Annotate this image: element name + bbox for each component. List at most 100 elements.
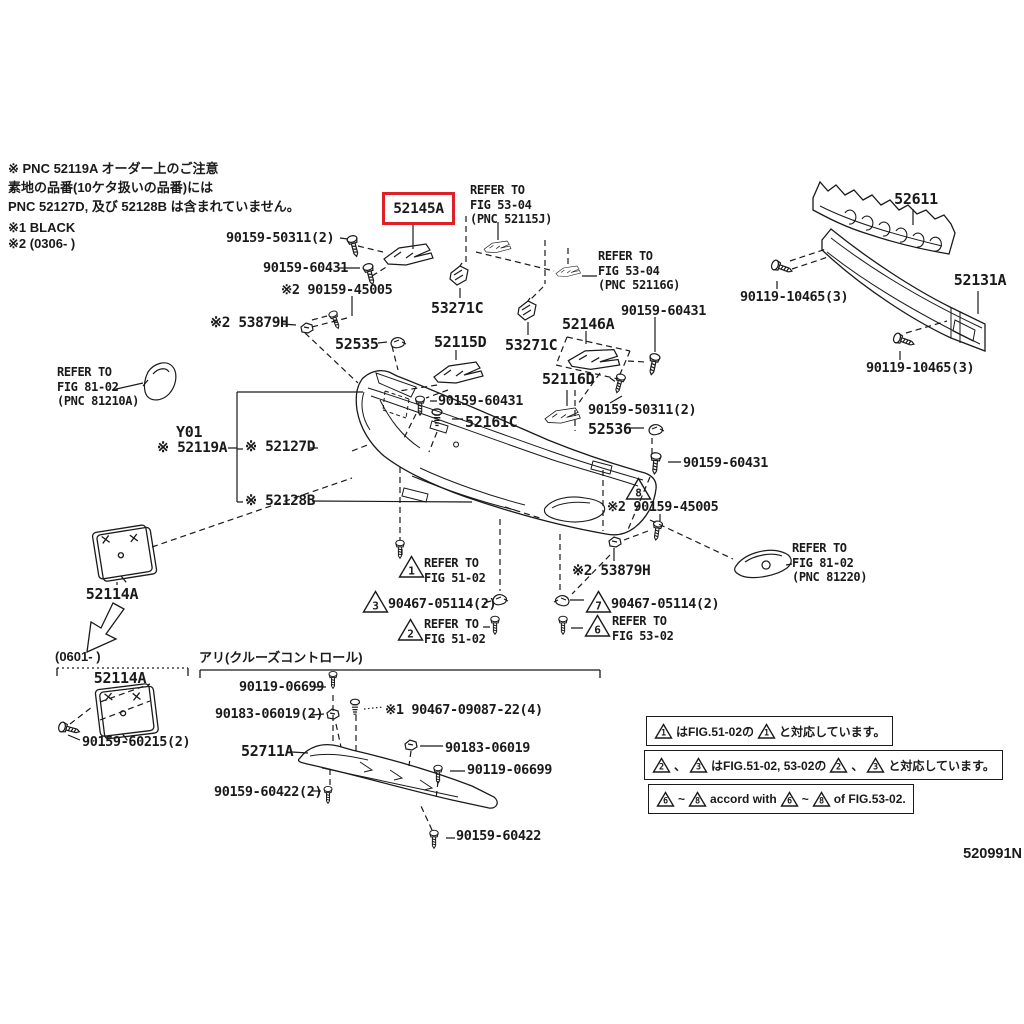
- section-brackets: [56, 667, 601, 678]
- triangle-number: 1: [408, 565, 415, 578]
- label-52536: 52536: [588, 420, 632, 438]
- absorber-52611-drawing: [812, 180, 956, 255]
- label-52116d: 52116D: [542, 370, 595, 388]
- label-90159-60431-d: 90159-60431: [438, 393, 524, 409]
- label-52131a: 52131A: [953, 271, 1007, 289]
- label-ari: アリ(クルーズコントロール): [199, 650, 363, 665]
- headlamp-washer-right-drawing: [734, 549, 792, 579]
- legend-triangle-icon: 8: [688, 790, 707, 807]
- bumper-cover-drawing: [355, 370, 657, 536]
- label-52119a: ※ 52119A: [157, 440, 228, 456]
- label-90159-50311-a: 90159-50311(2): [226, 230, 335, 246]
- legend-triangle-icon: 6: [779, 790, 799, 807]
- legend-triangle-icon: 1: [654, 722, 673, 739]
- legend-triangle-icon: 3: [866, 756, 886, 773]
- label-90119-06699-a: 90119-06699: [239, 679, 325, 695]
- label-90119-06699-b: 90119-06699: [467, 762, 553, 778]
- legend-triangle-icon: 2: [652, 756, 671, 773]
- legend-text: はFIG.51-02, 53-02の: [711, 758, 827, 773]
- triangle-number: 6: [787, 796, 792, 806]
- label-53879h-b: ※2 53879H: [572, 563, 651, 579]
- label-90119-10465-a: 90119-10465(3): [740, 289, 849, 305]
- label-90159-45005-a: ※2 90159-45005: [281, 282, 393, 298]
- label-53879h-a: ※2 53879H: [210, 315, 289, 331]
- label-52146a: 52146A: [562, 315, 615, 333]
- assembly-dash-lines: [69, 216, 948, 831]
- retainer-53271c-2: [517, 297, 537, 321]
- drawing-number: 520991N: [963, 846, 1022, 862]
- label-90159-50311-b: 90159-50311(2): [588, 402, 697, 418]
- label-90467-05114-b: 90467-05114(2): [611, 596, 720, 612]
- label-90159-45005-b: ※2 90159-45005: [607, 499, 719, 515]
- leader-lines: [67, 209, 979, 839]
- label-52127d: ※ 52127D: [245, 439, 316, 455]
- headlamp-washer-left-drawing: [142, 362, 177, 401]
- label-52114a-b: 52114A: [93, 669, 147, 687]
- label-90159-60431-b: 90159-60431: [621, 303, 707, 319]
- label-refer-52116g: REFER TO FIG 53-04 (PNC 52116G): [598, 249, 680, 292]
- label-refer-5102-a: REFER TO FIG 51-02: [424, 556, 486, 585]
- label-refer-52115j: REFER TO FIG 53-04 (PNC 52115J): [470, 183, 552, 226]
- label-refer-5102-b: REFER TO FIG 51-02: [424, 617, 486, 646]
- license-bracket-upper-drawing: [91, 523, 159, 587]
- label-52711a: 52711A: [241, 742, 294, 760]
- label-53271c-b: 53271C: [505, 336, 558, 354]
- bracket-52115d: [433, 361, 484, 384]
- label-52114a-a: 52114A: [85, 585, 139, 603]
- legend-text: ~: [678, 792, 686, 806]
- label-90159-60422-a: 90159-60422(2): [214, 784, 323, 800]
- label-90119-10465-b: 90119-10465(3): [866, 360, 975, 376]
- triangle-number: 8: [695, 796, 700, 806]
- label-0601: (0601- ): [55, 649, 101, 664]
- legend-text: 、: [674, 758, 687, 773]
- callout-triangle-2: 2: [397, 618, 424, 646]
- callout-triangle-1: 1: [398, 555, 425, 583]
- triangle-number: 1: [764, 728, 769, 738]
- triangle-number: 2: [836, 762, 841, 772]
- bracket-52115j: [483, 240, 512, 253]
- legend-text: ~: [801, 792, 809, 806]
- legend-text: と対応しています。: [888, 758, 995, 773]
- legend-triangle-icon: 3: [689, 756, 708, 773]
- triangle-number: 1: [661, 728, 666, 738]
- label-52128b: ※ 52128B: [245, 493, 316, 509]
- legend-text: of FIG.53-02.: [833, 792, 906, 806]
- label-note-black: ※1 BLACK: [8, 220, 76, 235]
- legend-triangle-icon: 1: [757, 722, 776, 739]
- label-refer-81210a: REFER TO FIG 81-02 (PNC 81210A): [57, 365, 139, 408]
- triangle-number: 6: [663, 796, 668, 806]
- support-52146a: [567, 344, 622, 373]
- label-90183-06019-a: 90183-06019(2): [215, 706, 324, 722]
- legend-triangle-icon: 8: [811, 790, 831, 807]
- label-note-main: ※ PNC 52119A オーダー上のご注意 素地の品番(10ケタ扱いの品番)に…: [8, 161, 300, 214]
- bracket-52145a: [383, 243, 434, 266]
- label-refer-5302: REFER TO FIG 53-02: [612, 614, 674, 643]
- triangle-number: 2: [407, 628, 414, 641]
- triangle-number: 3: [372, 600, 379, 613]
- label-90159-60431-c: 90159-60431: [683, 455, 769, 471]
- triangle-number: 6: [594, 624, 601, 637]
- label-90159-60215: 90159-60215(2): [82, 734, 191, 750]
- legend-text: accord with: [710, 792, 777, 806]
- callout-triangle-6: 6: [584, 614, 611, 642]
- legend-triangle-icon: 2: [829, 756, 849, 773]
- label-note-0306: ※2 (0306- ): [8, 236, 76, 251]
- label-52611: 52611: [894, 190, 938, 208]
- label-53271c-a: 53271C: [431, 299, 484, 317]
- label-refer-81220: REFER TO FIG 81-02 (PNC 81220): [792, 541, 868, 584]
- label-90159-60422-b: 90159-60422: [456, 828, 542, 844]
- legend-text: と対応しています。: [779, 724, 886, 739]
- label-90159-60431-a: 90159-60431: [263, 260, 349, 276]
- triangle-number: 3: [696, 762, 701, 772]
- triangle-number: 7: [595, 600, 602, 613]
- highlighted-part-number: 52145A: [393, 200, 444, 217]
- label-90467-05114-a: 90467-05114(2): [388, 596, 497, 612]
- bracket-52116g: [555, 265, 581, 277]
- label-52115d: 52115D: [434, 333, 487, 351]
- variant-arrow: [86, 602, 125, 654]
